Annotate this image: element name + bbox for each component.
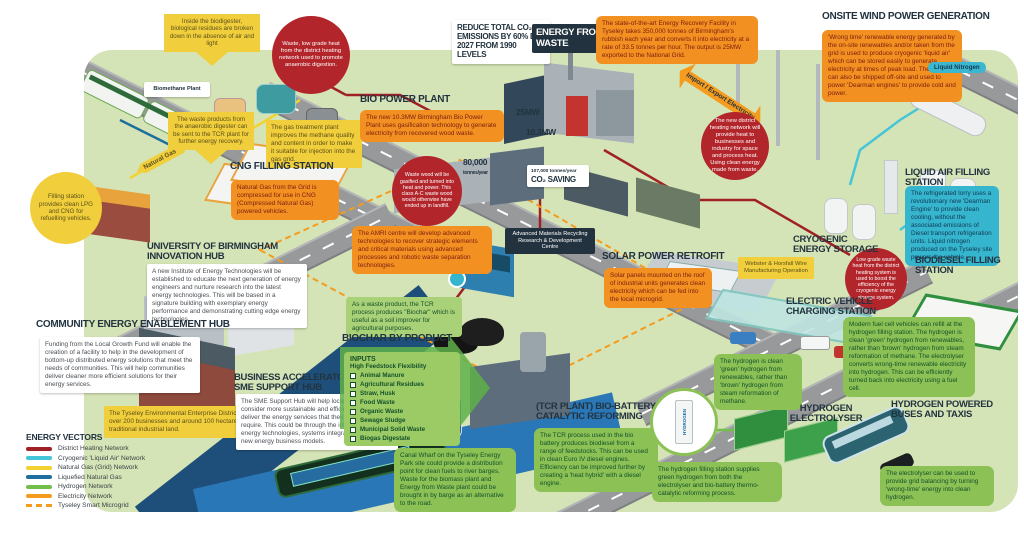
wind-turbine <box>776 50 780 146</box>
liquid-air-station-note: The refrigerated lorry uses a revolution… <box>905 186 999 266</box>
legend-item: Cryogenic 'Liquid Air' Network <box>26 455 206 462</box>
cryogenic-storage-title: CRYOGENIC ENERGY STORAGE <box>793 234 879 256</box>
wind-turbine <box>736 50 740 132</box>
cng-station-title: CNG FILLING STATION <box>230 161 334 172</box>
district-heat-digestion-bubble: Waste, low grade heat from the district … <box>272 16 350 94</box>
wind-turbine <box>816 64 820 160</box>
legend-title: ENERGY VECTORS <box>26 432 103 442</box>
legend-dashed-chip <box>26 504 52 507</box>
community-hub-title: COMMUNITY ENERGY ENABLEMENT HUB <box>36 319 230 330</box>
input-item: Sewage Sludge <box>350 417 454 424</box>
legend-color-chip <box>26 456 52 460</box>
business-accelerator-title: BUSINESS ACCELERATOR AND SME SUPPORT HUB <box>234 372 373 394</box>
energy-vectors-legend: ENERGY VECTORS District Heating Network … <box>26 432 206 512</box>
legend-item: Tyseley Smart Microgrid <box>26 502 206 509</box>
biodigester-note-text: Inside the biodigester, biological resid… <box>169 18 255 48</box>
university-hub-title: UNIVERSITY OF BIRMINGHAM INNOVATION HUB <box>147 241 278 263</box>
legend-color-chip <box>26 465 52 470</box>
ev-charging-title: ELECTRIC VEHICLE CHARGING STATION <box>786 296 876 318</box>
liquid-nitrogen-label: Liquid Nitrogen <box>928 62 986 73</box>
biochar-note: As a waste product, the TCR process prod… <box>346 297 462 337</box>
legend-color-chip <box>26 484 52 489</box>
checkbox-icon <box>350 426 356 433</box>
reduce-co2-speech: REDUCE TOTAL CO₂ EMISSIONS BY 60% BY 202… <box>452 20 550 64</box>
legend-item: District Heating Network <box>26 445 206 452</box>
input-item: Animal Manure <box>350 372 454 379</box>
tcr-bio-battery-title: (TCR PLANT) BIO-BATTERY: THERMAL CATALYT… <box>536 401 705 423</box>
liquid-air-station-title: LIQUID AIR FILLING STATION <box>905 167 991 189</box>
legend-color-chip <box>26 494 52 498</box>
biochar-title: BIOCHAR BY PRODUCT <box>342 333 452 344</box>
hydrogen-filling-note: The hydrogen filling station supplies gr… <box>652 462 782 502</box>
legend-item: Liquefied Natural Gas <box>26 474 206 481</box>
bio-power-plant-note: The new 10.3MW Birmingham Bio Power Plan… <box>360 110 504 142</box>
checkbox-icon <box>350 372 356 379</box>
cng-station-note: Natural Gas from the Grid is compressed … <box>231 180 339 220</box>
energy-recovery-note: The state-of-the-art Energy Recovery Fac… <box>596 16 758 64</box>
input-item: Agricultural Residues <box>350 381 454 388</box>
inputs-subtitle: High Feedstock Flexibility <box>350 363 427 370</box>
digester-waste-note: The waste products from the anaerobic di… <box>168 112 254 150</box>
district-heating-bubble: The new district heating network will pr… <box>701 112 769 180</box>
hydrogen-pump-circle: HYDROGEN <box>650 388 718 456</box>
checkbox-icon <box>350 390 356 397</box>
input-item: Biogas Digestate <box>350 435 454 442</box>
legend-item: Natural Gas (Grid) Network <box>26 464 206 471</box>
amrdc-label: Advanced Materials Recycling Research & … <box>505 228 595 255</box>
solar-retrofit-title: SOLAR POWER RETROFIT <box>602 251 725 262</box>
community-hub-body: Funding from the Local Growth Fund will … <box>40 337 200 393</box>
checkbox-icon <box>350 399 356 406</box>
green-hydrogen-note: The hydrogen is clean 'green' hydrogen f… <box>714 354 802 410</box>
tcr-process-note: The TCR process used in the bio battery … <box>534 428 658 492</box>
checkbox-icon <box>350 435 356 442</box>
fuel-cell-note: Modern fuel cell vehicles can refill at … <box>843 317 975 397</box>
low-grade-heat-bubble: Low grade waste heat from the district h… <box>845 248 907 310</box>
output-103mw-label: 10.3MW <box>526 127 556 137</box>
gas-treatment-note: The gas treatment plant improves the met… <box>266 120 362 168</box>
input-item: Food Waste <box>350 399 454 406</box>
webster-label: Webster & Horsfall Wire Manufacturing Op… <box>738 257 814 280</box>
co2-saving-label: 107,000 tonnes/year CO₂ SAVING <box>527 165 589 187</box>
university-hub-body: A new Institute of Energy Technologies w… <box>147 264 307 328</box>
district-heat-digestion-text: Waste, low grade heat from the district … <box>279 41 343 68</box>
hydrogen-buses-title: HYDROGEN POWERED BUSES AND TAXIS <box>891 399 993 421</box>
canal-wharf-note: Canal Wharf on the Tyseley Energy Park s… <box>394 448 516 512</box>
checkbox-icon <box>350 408 356 415</box>
checkbox-icon <box>350 417 356 424</box>
legend-color-chip <box>26 475 52 479</box>
input-item: Straw, Husk <box>350 390 454 397</box>
input-item: Organic Waste <box>350 408 454 415</box>
electrolyser-title: HYDROGEN ELECTROLYSER <box>789 403 863 425</box>
legend-color-chip <box>26 446 52 451</box>
lpg-filling-bubble: Filling station provides clean LPG and C… <box>30 172 102 244</box>
waste-wood-bubble: Waste wood will be gasified and turned i… <box>392 156 462 226</box>
hydrogen-pump-label: HYDROGEN <box>681 408 687 435</box>
legend-item: Hydrogen Network <box>26 483 206 490</box>
checkbox-icon <box>350 381 356 388</box>
wood-tonnage-label: 80,000 tonnes/year <box>463 157 488 176</box>
input-item: Municipal Solid Waste <box>350 426 454 433</box>
legend-item: Electricity Network <box>26 493 206 500</box>
solar-retrofit-note: Solar panels mounted on the roof of indu… <box>604 268 712 308</box>
wind-power-title: ONSITE WIND POWER GENERATION <box>822 11 990 22</box>
inputs-title: INPUTS <box>350 356 376 363</box>
amri-note: The AMRI centre will develop advanced te… <box>352 226 492 274</box>
bio-power-plant-title: BIO POWER PLANT <box>360 94 450 105</box>
wind-power-note: 'Wrong time' renewable energy generated … <box>822 30 962 102</box>
energy-from-waste-plant <box>504 50 634 146</box>
biomethane-plant-label: Biomethane Plant <box>144 82 210 97</box>
inputs-panel: INPUTS High Feedstock Flexibility Animal… <box>344 352 460 446</box>
biodigester-note: Inside the biodigester, biological resid… <box>164 14 260 52</box>
grid-balancing-note: The electrolyser can be used to provide … <box>880 466 994 506</box>
biodiesel-station-title: BIODIESEL FILLING STATION <box>915 255 1001 277</box>
output-25mw-label: 25MW <box>516 107 540 117</box>
